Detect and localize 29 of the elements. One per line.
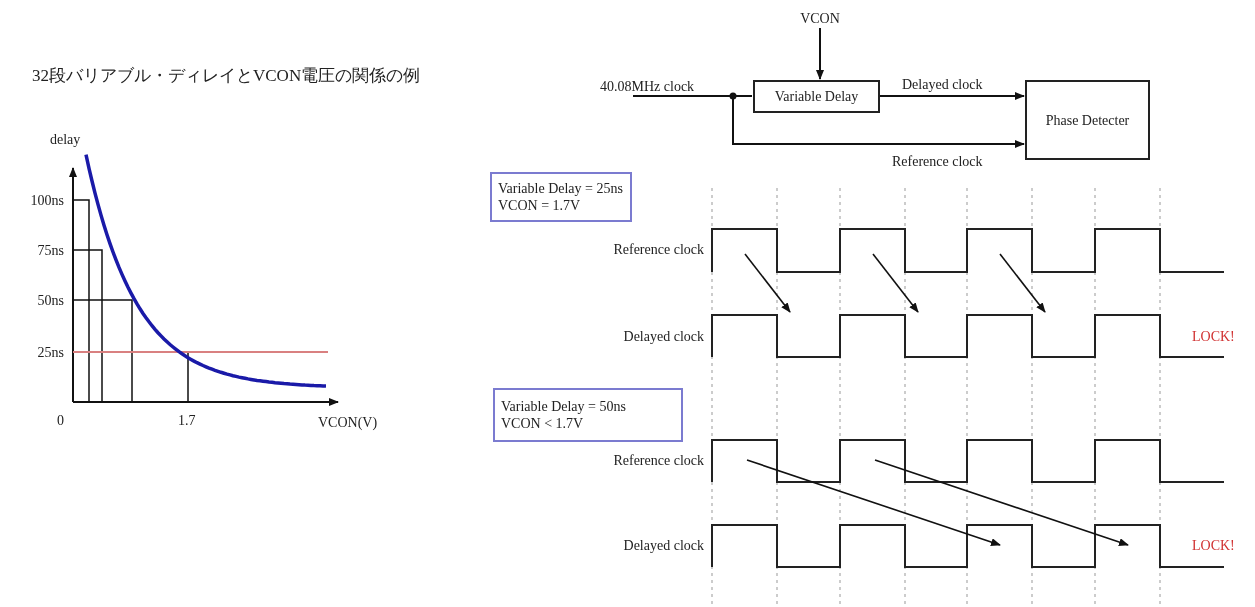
arrow — [816, 27, 824, 80]
diagram-title: 32段バリアブル・ディレイとVCON電圧の関係の例 — [32, 66, 421, 86]
node-text: Phase Detecter — [1045, 111, 1130, 129]
process-box — [1025, 80, 1150, 160]
node-text: VCON < 1.7V — [501, 415, 584, 432]
tick-label: 0 — [57, 412, 64, 429]
signal-name: Delayed clock — [622, 328, 704, 345]
signal-name: Reference clock — [612, 452, 704, 469]
arrow — [879, 92, 1025, 100]
node-text: VCON = 1.7V — [498, 197, 581, 214]
tick-label: 100ns — [29, 192, 64, 209]
tick-label: 75ns — [36, 242, 64, 259]
process-box — [753, 80, 880, 113]
status-text: LOCK! — [1192, 328, 1235, 345]
signal-name: Delayed clock — [622, 537, 704, 554]
status-text: LOCK! — [1192, 537, 1235, 554]
tick-label: 50ns — [36, 292, 64, 309]
axis-title: delay — [50, 131, 81, 148]
node-text: Variable Delay — [774, 88, 859, 105]
node-text: Variable Delay = 25ns — [498, 180, 623, 197]
signal-name: Reference clock — [612, 241, 704, 258]
note-box — [490, 172, 632, 222]
note-box — [493, 388, 683, 442]
node-text: Variable Delay = 50ns — [501, 398, 626, 415]
edge-label: Delayed clock — [900, 76, 985, 93]
tick-label: 1.7 — [178, 412, 196, 429]
tick-label: 25ns — [36, 344, 64, 361]
axis-title: VCON(V) — [318, 414, 378, 431]
input-label: VCON — [795, 8, 845, 28]
